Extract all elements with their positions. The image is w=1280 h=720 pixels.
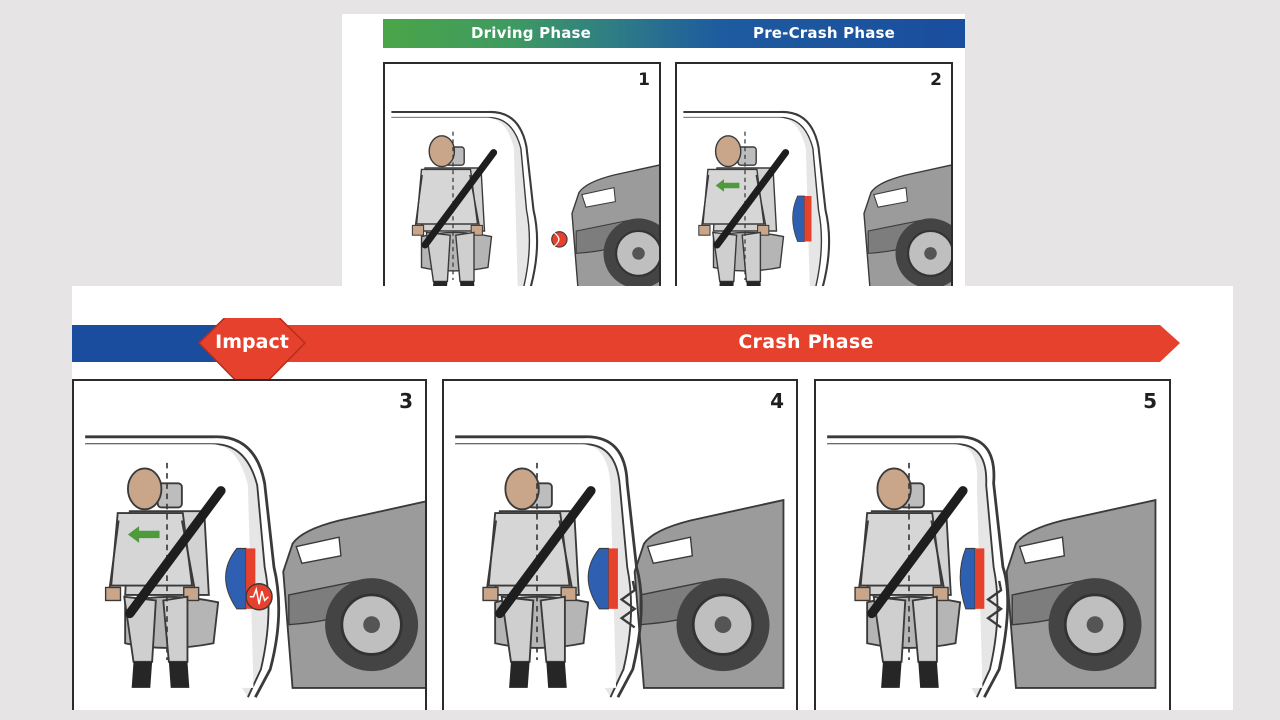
oncoming-car [633,498,785,689]
panel-3-scene [85,435,425,698]
driving-phase-label: Driving Phase [471,24,592,42]
occupant [698,135,770,286]
occupant [854,467,949,688]
oncoming-car [571,164,659,286]
direction-arrow-icon [127,526,160,543]
phase-bar-driving-precrash: Driving Phase Pre-Crash Phase [383,19,965,48]
door-frame [827,435,1010,698]
occupant [482,467,577,688]
panel-number: 4 [770,389,784,413]
direction-arrow-icon [715,179,740,192]
door-frame [455,435,643,698]
crash-arrow-red-segment [262,325,1180,362]
panel-2-scene [683,110,951,286]
panel-number: 2 [930,70,942,90]
panel-5: 5 [814,379,1171,710]
panel-number: 1 [638,70,650,90]
impact-sensor-icon [245,583,273,611]
side-airbag [792,195,812,242]
occupant [104,467,200,688]
oncoming-car [863,164,951,286]
panel-4: 4 [442,379,798,710]
panel-4-scene [455,435,785,698]
oncoming-car [1005,498,1157,689]
panel-1: 1 [383,62,661,286]
side-airbag [587,547,618,610]
radar-sensor-icon [551,231,568,248]
seat-belt [125,486,226,619]
seat-belt [421,149,498,249]
door-frame [391,110,539,286]
impact-label: Impact [215,331,289,353]
seat-belt [713,149,790,249]
crash-phase-arrow [72,318,1180,399]
panel-3: 3 [72,379,427,710]
panel-number: 5 [1143,389,1157,413]
panel-2: 2 [675,62,953,286]
crash-phase-label: Crash Phase [738,331,874,353]
side-airbag [959,547,985,610]
panel-5-scene [827,435,1157,698]
panel-1-scene [391,110,659,286]
door-frame [683,110,831,286]
pre-crash-phase-label: Pre-Crash Phase [753,24,896,42]
occupant [411,135,483,286]
side-airbag [225,547,256,610]
panel-number: 3 [399,389,413,413]
door-frame [85,435,281,698]
seat-belt [495,486,596,619]
seat-belt [867,486,968,619]
oncoming-car [282,500,425,689]
